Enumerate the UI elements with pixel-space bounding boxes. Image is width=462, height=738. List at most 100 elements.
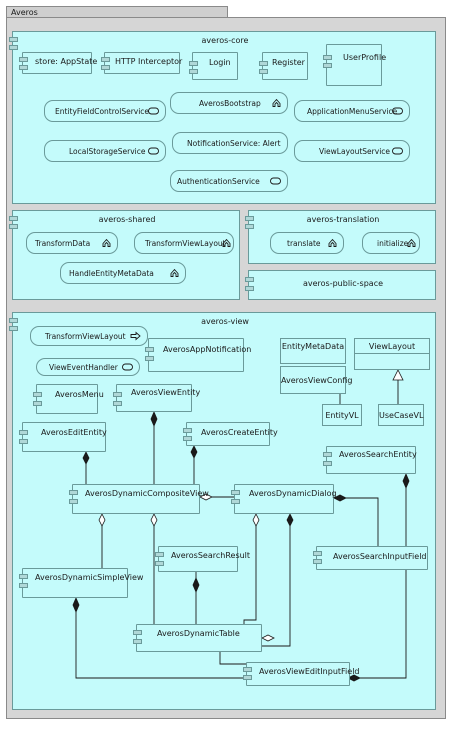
class-view-config[interactable]: AverosViewConfig — [280, 366, 353, 394]
service-local-storage[interactable]: LocalStorageService — [44, 140, 166, 162]
component-http-interceptor[interactable]: HTTP Interceptor — [101, 52, 183, 74]
service-label: ViewLayoutService — [319, 146, 391, 156]
class-name: UseCaseVL — [379, 411, 424, 420]
class-view-layout[interactable]: ViewLayout — [354, 338, 430, 370]
component-menu[interactable]: AverosMenu — [33, 384, 104, 414]
package-port — [9, 224, 18, 229]
component-dynamic-simple-view[interactable]: AverosDynamicSimpleView — [19, 568, 143, 598]
component-label: AverosCreateEntity — [201, 428, 278, 437]
package-averos-public-space[interactable]: averos-public-space — [245, 270, 436, 300]
service-application-menu[interactable]: ApplicationMenuService — [294, 100, 410, 122]
service-view-event-handler[interactable]: ViewEventHandler — [36, 358, 140, 376]
service-view-layout[interactable]: ViewLayoutService — [294, 140, 410, 162]
component-dynamic-table[interactable]: AverosDynamicTable — [133, 624, 262, 652]
component-port — [243, 667, 252, 672]
component-view-entity[interactable]: AverosViewEntity — [113, 384, 200, 412]
component-port — [155, 561, 164, 566]
root-tab[interactable]: Averos — [6, 6, 228, 18]
component-view-edit-input-field[interactable]: AverosViewEditInputField — [243, 662, 360, 686]
class-name: ViewLayout — [368, 342, 416, 351]
component-label: AverosSearchEntity — [339, 450, 417, 459]
component-port — [155, 552, 164, 557]
package-port — [9, 326, 18, 331]
component-port — [259, 61, 268, 66]
service-entity-field-control[interactable]: EntityFieldControlService — [44, 100, 166, 122]
component-port — [313, 559, 322, 564]
service-translate[interactable]: translate — [270, 232, 344, 254]
service-label: HandleEntityMetaData — [69, 268, 154, 278]
component-create-entity[interactable]: AverosCreateEntity — [183, 422, 278, 446]
component-port — [323, 55, 332, 60]
component-port — [33, 401, 42, 406]
component-port — [19, 57, 28, 62]
component-label: AverosViewEntity — [131, 388, 201, 397]
component-port — [145, 347, 154, 352]
component-dynamic-composite-view[interactable]: AverosDynamicCompositeView — [69, 484, 209, 514]
service-initialize[interactable]: initialize — [362, 232, 420, 254]
service-transform-data[interactable]: TransformData — [26, 232, 118, 254]
component-app-notification[interactable]: AverosAppNotification — [145, 338, 251, 372]
service-label: EntityFieldControlService — [55, 106, 150, 116]
service-averos-bootstrap[interactable]: AverosBootstrap — [170, 92, 288, 114]
component-label: AverosDynamicSimpleView — [35, 573, 144, 582]
package-averos-shared[interactable]: averos-shared — [9, 210, 240, 300]
root-title: Averos — [11, 8, 38, 17]
package-port — [9, 45, 18, 50]
component-port — [113, 401, 122, 406]
component-port — [19, 65, 28, 70]
component-login[interactable]: Login — [189, 52, 238, 80]
component-port — [145, 356, 154, 361]
component-dynamic-dialog[interactable]: AverosDynamicDialog — [231, 484, 337, 514]
interface-provided-icon — [392, 147, 403, 155]
class-entity-meta-data[interactable]: EntityMetaData — [280, 338, 346, 364]
component-register[interactable]: Register — [259, 52, 308, 80]
package-port — [245, 277, 254, 282]
class-name: EntityMetaData — [281, 342, 345, 351]
component-label: Login — [209, 58, 231, 67]
interface-realization-icon — [222, 238, 231, 247]
package-port — [245, 224, 254, 229]
interface-provided-icon — [148, 107, 159, 115]
component-port — [323, 452, 332, 457]
service-notification[interactable]: NotificationService: Alert — [172, 132, 288, 154]
component-label: UserProfile — [343, 53, 387, 62]
service-authentication[interactable]: AuthenticationService — [170, 170, 288, 192]
component-port — [69, 499, 78, 504]
service-label: ViewEventHandler — [49, 362, 118, 372]
component-edit-entity[interactable]: AverosEditEntity — [19, 422, 107, 452]
interface-provided-icon — [392, 107, 403, 115]
component-port — [69, 490, 78, 495]
package-title: averos-core — [201, 36, 249, 45]
interface-realization-icon — [170, 268, 179, 277]
class-name: AverosViewConfig — [281, 376, 353, 385]
class-compartment-divider — [355, 353, 429, 354]
package-port — [245, 216, 254, 221]
component-label: AverosAppNotification — [163, 345, 252, 354]
component-search-input-field[interactable]: AverosSearchInputField — [313, 546, 428, 570]
service-label: NotificationService: Alert — [187, 138, 281, 148]
interface-provided-icon — [270, 177, 281, 185]
component-label: HTTP Interceptor — [115, 57, 183, 66]
service-label: TransformViewLayout — [45, 331, 126, 341]
package-port — [9, 318, 18, 323]
arrow-right-icon — [130, 331, 141, 341]
component-label: Register — [272, 58, 305, 67]
component-search-result[interactable]: AverosSearchResult — [155, 546, 250, 572]
component-search-entity[interactable]: AverosSearchEntity — [323, 446, 417, 474]
class-entity-vl[interactable]: EntityVL — [322, 404, 362, 426]
class-usecase-vl[interactable]: UseCaseVL — [378, 404, 424, 426]
service-handle-entity-meta-data[interactable]: HandleEntityMetaData — [60, 262, 186, 284]
component-port — [133, 630, 142, 635]
component-port — [259, 69, 268, 74]
component-port — [19, 583, 28, 588]
component-store[interactable]: store: AppState — [19, 52, 97, 74]
component-user-profile[interactable]: UserProfile — [323, 44, 386, 86]
component-label: AverosDynamicCompositeView — [85, 489, 209, 498]
service-label: AverosBootstrap — [199, 98, 261, 108]
component-label: AverosSearchInputField — [333, 552, 427, 561]
service-view-transform-view-layout[interactable]: TransformViewLayout — [30, 326, 148, 346]
service-transform-view-layout[interactable]: TransformViewLayout — [134, 232, 234, 254]
package-title: averos-view — [201, 317, 249, 326]
component-port — [323, 461, 332, 466]
component-port — [183, 428, 192, 433]
